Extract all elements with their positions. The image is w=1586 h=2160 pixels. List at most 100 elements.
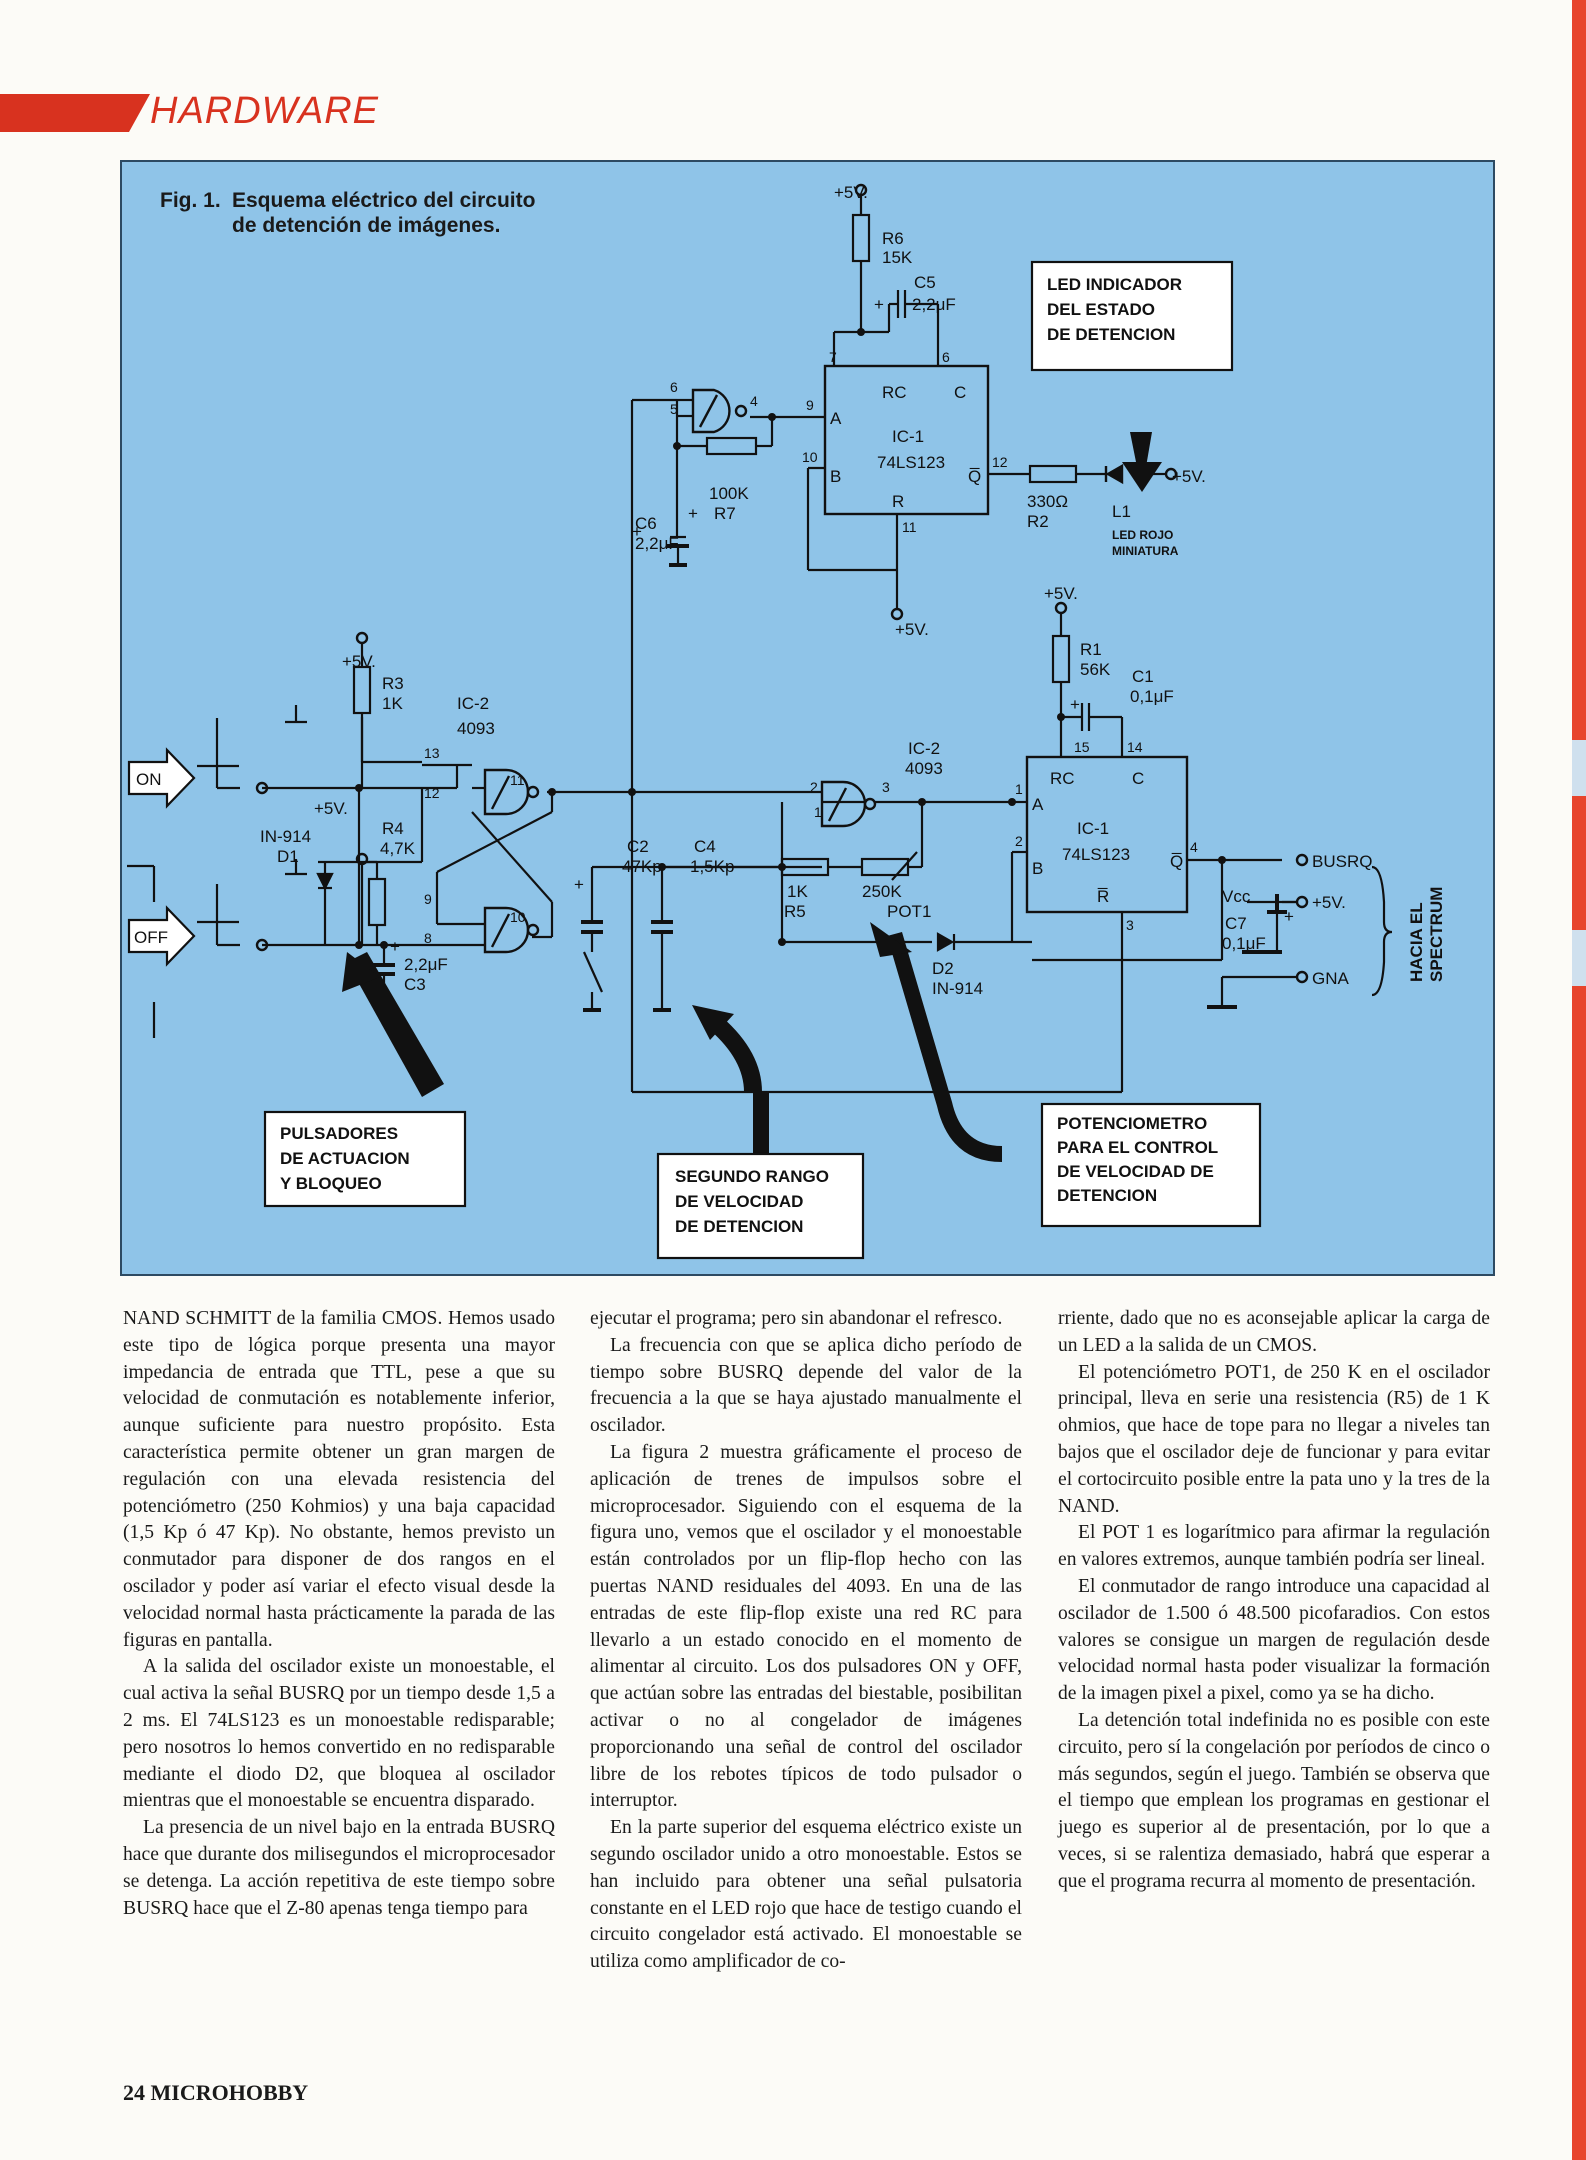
label-v5-ic1: +5V. (895, 620, 929, 639)
plus-c5: + (874, 295, 884, 314)
article-column-1: NAND SCHMITT de la familia CMOS. Hemos u… (123, 1306, 555, 1922)
col3-paragraph-3: El POT 1 es logarítmico para afirmar la … (1058, 1522, 1490, 1571)
label-d1: D1 (277, 847, 299, 866)
label-v5-spectrum: +5V. (1312, 893, 1346, 912)
col1-paragraph-3: La presencia de un nivel bajo en la entr… (123, 1817, 555, 1919)
label-v5-led: +5V. (1172, 467, 1206, 486)
label-r-top: R (892, 492, 904, 511)
callout-segundo-line1: SEGUNDO RANGO (675, 1167, 829, 1186)
pin-2-osc: 2 (810, 779, 818, 795)
label-r7-value: 100K (709, 484, 749, 503)
label-l1: L1 (1112, 502, 1131, 521)
pin-2-ic1: 2 (1015, 833, 1023, 849)
plus-c3: + (390, 937, 400, 956)
label-c4-value: 1,5Kp (690, 857, 734, 876)
label-r6-value: 15K (882, 248, 913, 267)
label-ls123-bot: 74LS123 (1062, 845, 1130, 864)
off-button-label: OFF (134, 928, 168, 947)
label-q-bot: Q̅ (1170, 852, 1183, 871)
figure-1: Fig. 1. Esquema eléctrico del circuito d… (120, 160, 1495, 1276)
label-r4-value: 4,7K (380, 839, 416, 858)
label-c3-value: 2,2μF (404, 955, 448, 974)
figure-caption-text: Esquema eléctrico del circuito de detenc… (232, 189, 536, 237)
label-ic1-bot: IC-1 (1077, 819, 1109, 838)
pin-7: 7 (829, 349, 837, 365)
col1-paragraph-2: A la salida del oscilador existe un mono… (123, 1656, 555, 1812)
pin-14: 14 (1127, 739, 1143, 755)
label-q-top: Q̅ (968, 467, 981, 486)
label-rbar-bot: R̅ (1097, 887, 1109, 906)
col3-paragraph-5: La detención total indefinida no es posi… (1058, 1709, 1490, 1892)
label-c1-value: 0,1μF (1130, 687, 1174, 706)
pin-1-osc: 1 (814, 804, 822, 820)
callout-pulsadores-line3: Y BLOQUEO (280, 1174, 382, 1193)
pin-10-ff: 10 (510, 909, 526, 925)
pin-12-ff: 12 (424, 785, 440, 801)
label-led-miniatura: MINIATURA (1112, 544, 1179, 558)
label-d2-value: IN-914 (932, 979, 983, 998)
label-r1: R1 (1080, 640, 1102, 659)
article-column-2: ejecutar el programa; pero sin abandonar… (590, 1306, 1022, 1976)
label-c4: C4 (694, 837, 716, 856)
label-c7: C7 (1225, 914, 1247, 933)
col2-paragraph-2: La frecuencia con que se aplica dicho pe… (590, 1334, 1022, 1437)
plus-c7: + (1284, 907, 1294, 926)
pin-4-ic1: 4 (1190, 839, 1198, 855)
label-r5-value: 1K (787, 882, 808, 901)
article-column-3: rriente, dado que no es aconsejable apli… (1058, 1306, 1490, 1896)
plus-c1: + (1070, 695, 1080, 714)
label-v5-r1: +5V. (1044, 584, 1078, 603)
label-v5-r4: +5V. (314, 799, 348, 818)
pin-12-top: 12 (992, 454, 1008, 470)
label-b-top: B (830, 467, 841, 486)
label-pot1-value: 250K (862, 882, 902, 901)
callout-pot-line4: DETENCION (1057, 1186, 1157, 1205)
callout-led-line2: DEL ESTADO (1047, 300, 1155, 319)
label-c7-value: 0,1μF (1222, 934, 1266, 953)
col2-paragraph-4: En la parte superior del esquema eléctri… (590, 1817, 1022, 1973)
pin-3-osc: 3 (882, 779, 890, 795)
pin-15: 15 (1074, 739, 1090, 755)
page-folio: 24 MICROHOBBY (123, 2080, 309, 2105)
label-r3: R3 (382, 674, 404, 693)
col2-paragraph-1: ejecutar el programa; pero sin abandonar… (590, 1308, 1003, 1329)
label-rc-top: RC (882, 383, 907, 402)
section-marker-bar (0, 94, 150, 132)
pin-11-top: 11 (902, 519, 917, 535)
callout-segundo-line3: DE DETENCION (675, 1217, 803, 1236)
col3-paragraph-2: El potenciómetro POT1, de 250 K en el os… (1058, 1361, 1490, 1517)
label-c6: C6 (635, 514, 657, 533)
label-c-top: C (954, 383, 966, 402)
callout-pot-line1: POTENCIOMETRO (1057, 1114, 1207, 1133)
label-hacia: HACIA EL (1407, 902, 1426, 982)
pin-10-top: 10 (802, 449, 818, 465)
figure-number: Fig. 1. (160, 189, 221, 212)
label-ic2-ff: IC-2 (457, 694, 489, 713)
label-r6: R6 (882, 229, 904, 248)
label-d2: D2 (932, 959, 954, 978)
label-d1-type: IN-914 (260, 827, 311, 846)
label-a-top: A (830, 409, 842, 428)
label-v5-r3: +5V. (342, 652, 376, 671)
callout-segundo-line2: DE VELOCIDAD (675, 1192, 803, 1211)
plus-c6: + (688, 504, 698, 523)
callout-pulsadores-line1: PULSADORES (280, 1124, 398, 1143)
label-busrq: BUSRQ (1312, 852, 1372, 871)
pin-5: 5 (670, 401, 678, 417)
pin-1-ic1: 1 (1015, 781, 1023, 797)
label-c2: C2 (627, 837, 649, 856)
label-r5: R5 (784, 902, 806, 921)
col1-paragraph-1: NAND SCHMITT de la familia CMOS. Hemos u… (123, 1308, 555, 1651)
label-v5-top: +5V. (834, 183, 868, 202)
on-button-label: ON (136, 770, 162, 789)
label-led-rojo: LED ROJO (1112, 528, 1173, 542)
pin-9: 9 (806, 397, 814, 413)
pin-9-ff: 9 (424, 891, 432, 907)
label-r1-value: 56K (1080, 660, 1111, 679)
label-4093-ff: 4093 (457, 719, 495, 738)
section-title: HARDWARE (150, 90, 379, 132)
label-vcc: Vcc (1222, 887, 1251, 906)
schematic-diagram: LED INDICADOR DEL ESTADO DE DETENCION PU… (127, 183, 1446, 1260)
label-c5: C5 (914, 273, 936, 292)
label-r2-value: 330Ω (1027, 492, 1068, 511)
